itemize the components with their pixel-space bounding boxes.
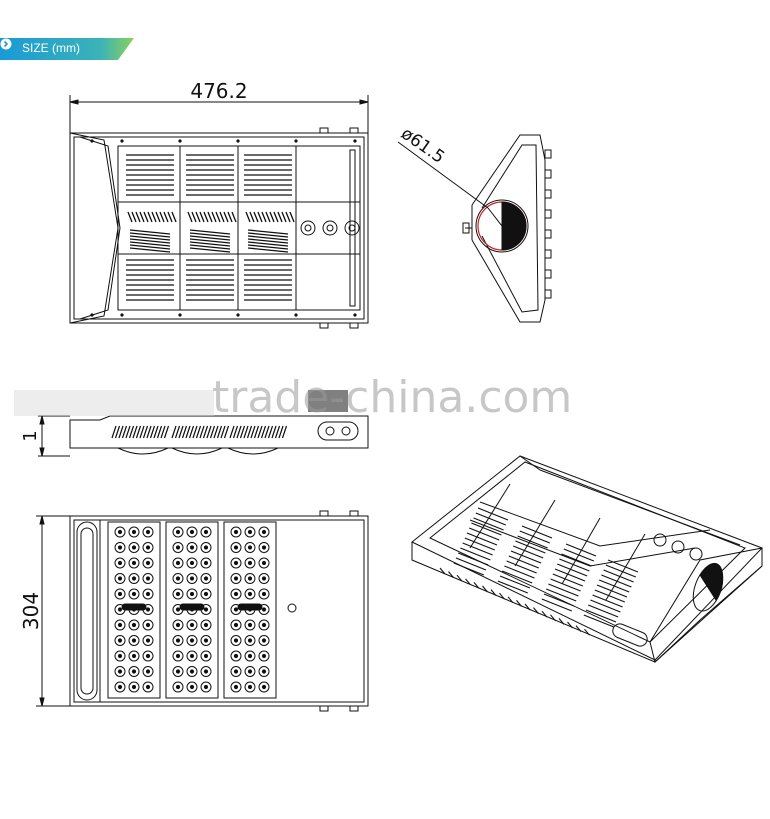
watermark-blur bbox=[14, 390, 214, 416]
side-view bbox=[397, 134, 552, 323]
banner-shape bbox=[0, 38, 134, 60]
top-view bbox=[69, 95, 369, 329]
width-dimension: 476.2 bbox=[190, 79, 247, 103]
section-banner: SIZE (mm) bbox=[0, 38, 134, 60]
depth-dimension: 304 bbox=[19, 592, 43, 630]
bottom-view bbox=[36, 510, 369, 712]
watermark-text: trade-china.com bbox=[212, 372, 572, 423]
front-view bbox=[38, 415, 369, 457]
watermark-mark bbox=[308, 390, 348, 412]
diameter-dimension: ø61.5 bbox=[397, 124, 448, 168]
section-title: SIZE (mm) bbox=[22, 41, 80, 55]
isometric-view bbox=[411, 455, 763, 663]
chevron-right-icon bbox=[0, 38, 12, 50]
height-dimension: 1 bbox=[20, 430, 41, 441]
